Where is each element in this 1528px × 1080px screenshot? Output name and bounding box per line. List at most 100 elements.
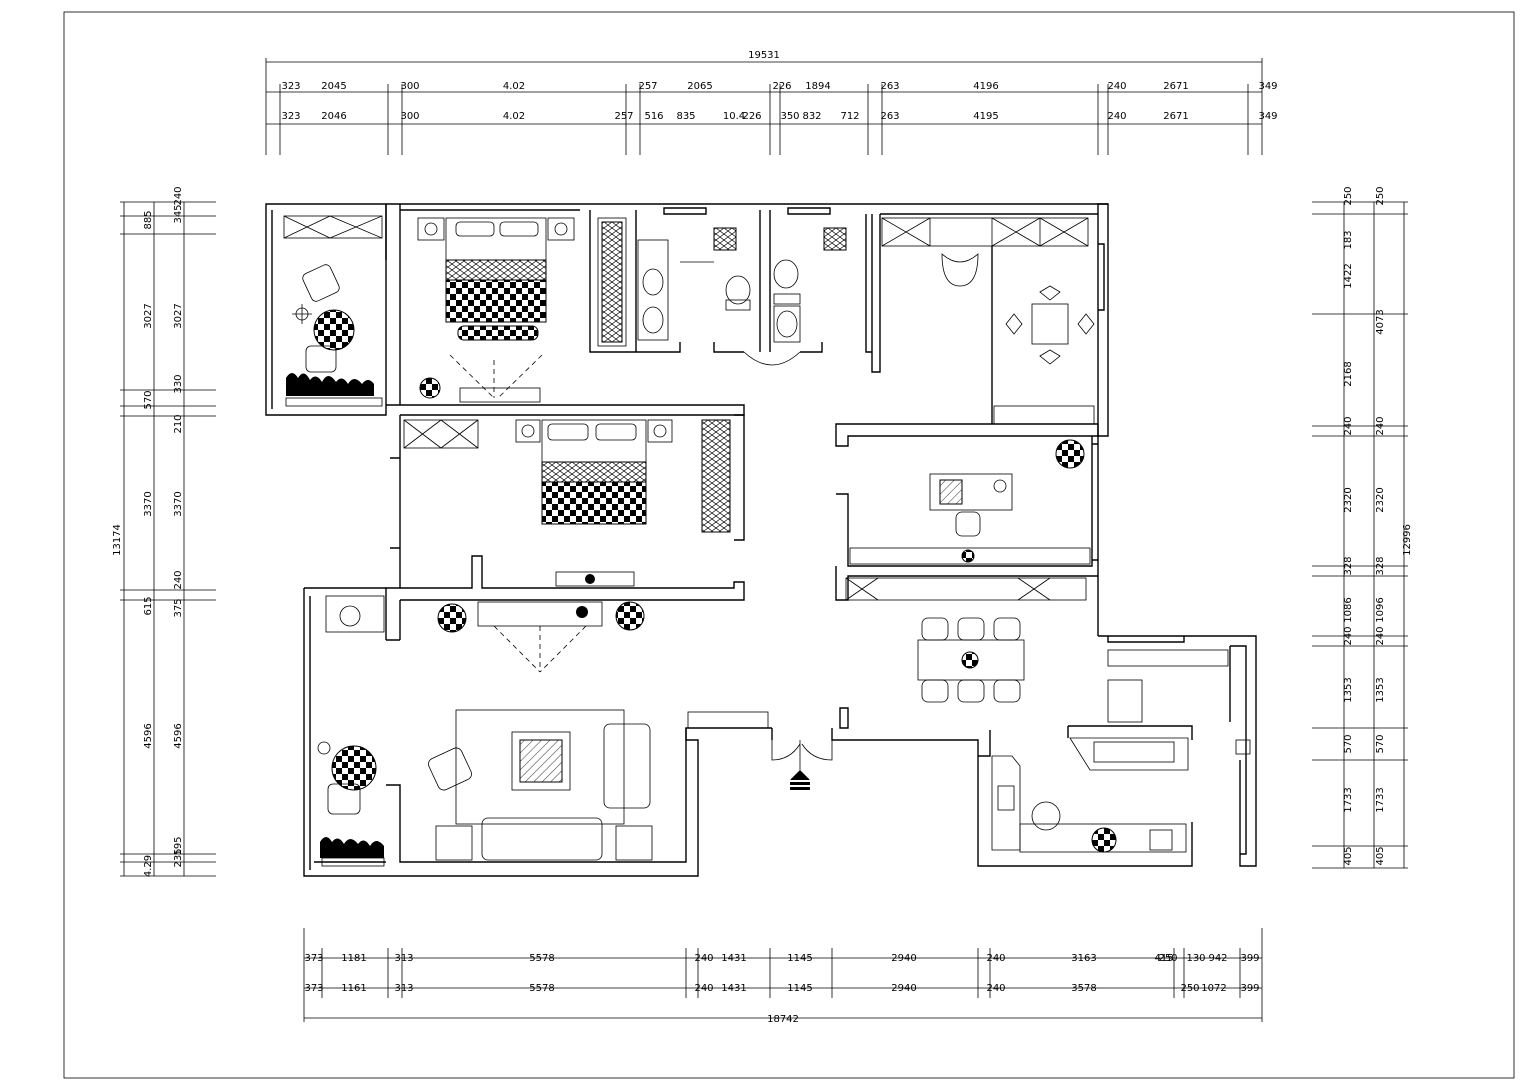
top-dim-row2-value: 323 xyxy=(281,111,300,122)
doors xyxy=(743,351,833,770)
top-dim-row1-value: 323 xyxy=(281,81,300,92)
bottom-dim-row2-value: 3578 xyxy=(1071,983,1096,994)
top-dim-row2-value: 516 xyxy=(644,111,663,122)
bottom-overall-dim: 18742 xyxy=(767,1014,799,1025)
bottom-dim-row2-value: 1161 xyxy=(341,983,366,994)
right-dim-outer-value: 405 xyxy=(1375,846,1386,865)
right-dim-inner-value: 405 xyxy=(1343,846,1354,865)
top-dim-row2-value: 4195 xyxy=(973,111,998,122)
left-dim-outer-value: 3370 xyxy=(143,491,154,516)
left-overall-dim: 13174 xyxy=(112,524,123,556)
left-dim-inner-value: 375 xyxy=(173,598,184,617)
right-overall-dim: 12996 xyxy=(1402,524,1413,556)
right-dim-inner-value: 2168 xyxy=(1343,361,1354,386)
right-dim-inner-value: 1733 xyxy=(1343,787,1354,812)
right-dim-inner-value: 1086 xyxy=(1343,597,1354,622)
living-balcony xyxy=(317,595,769,867)
top-dim-row2-value: 349 xyxy=(1258,111,1277,122)
bottom-dim-row1-value: 2940 xyxy=(891,953,916,964)
left-dim-outer-value: 3027 xyxy=(143,303,154,328)
left-dim-outer-value: 615 xyxy=(143,596,154,615)
bottom-dim-row1-value: 415 xyxy=(1154,953,1173,964)
top-dim-row1-value: 226 xyxy=(772,81,791,92)
left-dim-inner-value: 345 xyxy=(173,204,184,223)
right-dim-outer-value: 250 xyxy=(1375,186,1386,205)
right-dim-inner-value: 328 xyxy=(1343,556,1354,575)
top-dim-row2-value: 2671 xyxy=(1163,111,1188,122)
top-dim-row2-value: 263 xyxy=(880,111,899,122)
bottom-dim-row1-value: 240 xyxy=(986,953,1005,964)
top-dim-row1-value: 349 xyxy=(1258,81,1277,92)
living-sofa-set xyxy=(428,709,653,861)
right-dim-inner-value: 1353 xyxy=(1343,677,1354,702)
bottom-dim-row1-value: 250 xyxy=(1158,953,1177,964)
left-dim-outer-value: 570 xyxy=(143,390,154,409)
walk-in-wardrobe xyxy=(597,217,627,347)
balcony-cabinet xyxy=(283,215,383,239)
second-bed xyxy=(403,419,731,587)
top-dim-row2-value: 240 xyxy=(1107,111,1126,122)
entrance-marker xyxy=(790,770,810,790)
bottom-dim-row2-value: 1072 xyxy=(1201,983,1226,994)
bottom-dim-row2-value: 240 xyxy=(986,983,1005,994)
right-dim-outer-value: 240 xyxy=(1375,416,1386,435)
top-dim-row2-value: 832 xyxy=(802,111,821,122)
bottom-dim-row1-value: 1145 xyxy=(787,953,812,964)
top-dim-row2-value: 2046 xyxy=(321,111,346,122)
top-dim-row2-value: 4.02 xyxy=(503,111,525,122)
tv-cabinet xyxy=(437,601,645,673)
right-dim-outer-value: 4073 xyxy=(1375,309,1386,334)
walls xyxy=(265,203,1257,877)
top-dim-row1-value: 2671 xyxy=(1163,81,1188,92)
left-dim-inner-value: 235 xyxy=(173,848,184,867)
left-dim-inner-value: 3027 xyxy=(173,303,184,328)
bottom-dim-row2-value: 313 xyxy=(394,983,413,994)
top-dim-row2-value: 712 xyxy=(840,111,859,122)
left-dim-inner-value: 195 xyxy=(173,836,184,855)
top-dimension-lines xyxy=(265,58,1263,155)
top-dim-row2-value: 350 xyxy=(780,111,799,122)
left-dim-inner-value: 240 xyxy=(173,570,184,589)
bathroom-2 xyxy=(773,227,847,343)
bathroom-1 xyxy=(637,227,751,341)
bottom-dim-row1-value: 1431 xyxy=(721,953,746,964)
bottom-dim-row1-value: 130 xyxy=(1186,953,1205,964)
top-dim-row1-value: 4.02 xyxy=(503,81,525,92)
left-dim-inner-value: 210 xyxy=(173,414,184,433)
bottom-dim-row1-value: 5578 xyxy=(529,953,554,964)
left-dim-inner-value: 240 xyxy=(173,186,184,205)
bottom-dim-row1-value: 399 xyxy=(1240,953,1259,964)
top-dim-row2-value: 835 xyxy=(676,111,695,122)
bottom-dim-row1-value: 3163 xyxy=(1071,953,1096,964)
balcony-plants xyxy=(285,373,383,407)
right-dim-inner-value: 250 xyxy=(1343,186,1354,205)
right-dim-outer-value: 1733 xyxy=(1375,787,1386,812)
master-bed xyxy=(417,217,575,341)
balcony-table-set xyxy=(292,264,355,373)
left-dim-inner-value: 3370 xyxy=(173,491,184,516)
right-dim-inner-value: 1422 xyxy=(1343,263,1354,288)
bottom-dim-row2-value: 1431 xyxy=(721,983,746,994)
right-dim-outer-value: 570 xyxy=(1375,734,1386,753)
study-desk xyxy=(845,439,1091,601)
top-overall-dim: 19531 xyxy=(748,50,780,61)
left-dim-inner-value: 330 xyxy=(173,374,184,393)
bottom-dim-row2-value: 240 xyxy=(694,983,713,994)
top-dim-row1-value: 4196 xyxy=(973,81,998,92)
top-right-cabinets xyxy=(881,217,1095,425)
top-dim-row1-value: 2045 xyxy=(321,81,346,92)
right-dimension-lines xyxy=(1312,201,1408,869)
left-dimension-lines xyxy=(120,201,216,877)
bottom-dim-row2-value: 1145 xyxy=(787,983,812,994)
left-dim-inner-value: 4596 xyxy=(173,723,184,748)
bottom-dim-row2-value: 250 xyxy=(1180,983,1199,994)
right-dim-outer-value: 1096 xyxy=(1375,597,1386,622)
top-dim-row1-value: 2065 xyxy=(687,81,712,92)
right-dim-inner-value: 183 xyxy=(1343,230,1354,249)
bottom-dim-row1-value: 240 xyxy=(694,953,713,964)
right-dim-inner-value: 2320 xyxy=(1343,487,1354,512)
top-dim-row2-value: 10.4 xyxy=(723,111,745,122)
right-dim-inner-value: 570 xyxy=(1343,734,1354,753)
right-dim-outer-value: 2320 xyxy=(1375,487,1386,512)
bottom-dim-row1-value: 373 xyxy=(304,953,323,964)
